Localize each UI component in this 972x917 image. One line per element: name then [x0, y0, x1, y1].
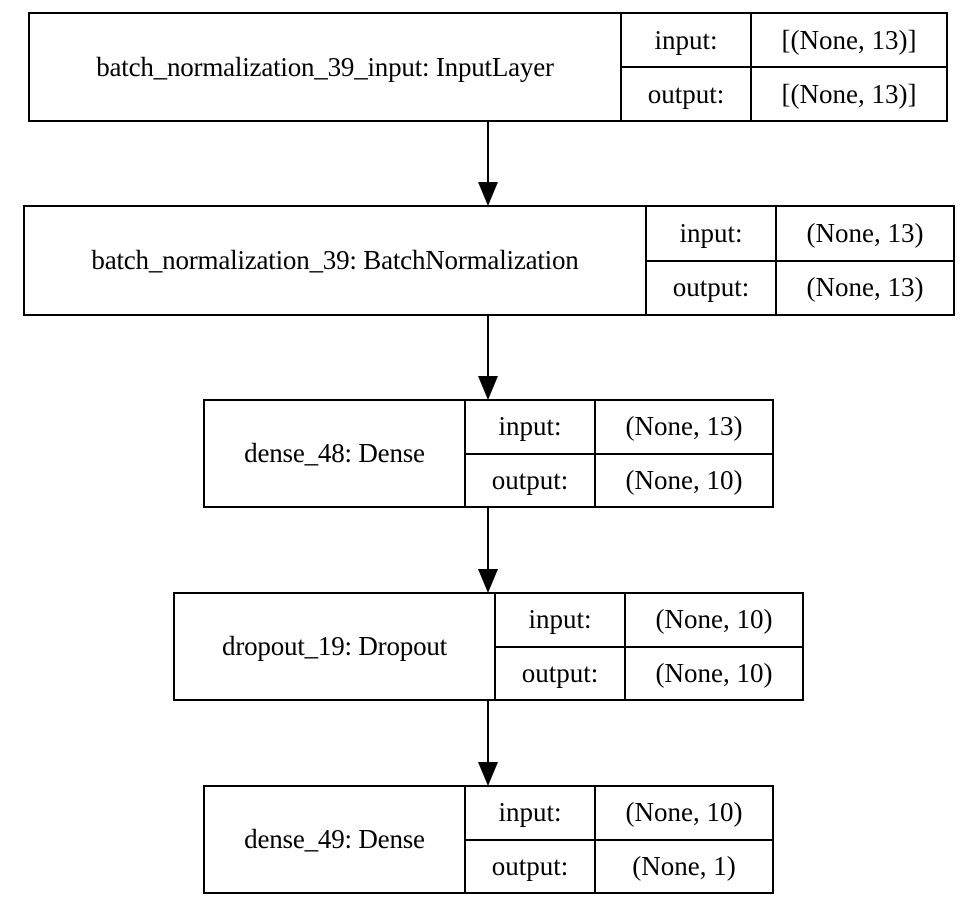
- layer-node-batchnorm: batch_normalization_39: BatchNormalizati…: [23, 205, 955, 316]
- layer-name: batch_normalization_39: BatchNormalizati…: [25, 207, 647, 314]
- input-label: input:: [647, 207, 775, 262]
- layer-node-dense48: dense_48: Dense input: output: (None, 13…: [203, 399, 774, 508]
- output-label: output:: [672, 272, 750, 303]
- input-label: input:: [622, 14, 750, 68]
- layer-name: dense_48: Dense: [205, 401, 466, 506]
- input-shape: (None, 13): [777, 207, 953, 262]
- output-label: output:: [647, 78, 725, 109]
- io-label-column: input: output:: [496, 594, 626, 699]
- shape-column: [(None, 13)] [(None, 13)]: [752, 14, 946, 120]
- input-label: input:: [466, 787, 594, 841]
- edge-dropout19-to-dense49: [478, 700, 498, 786]
- shape-column: (None, 13) (None, 13): [777, 207, 953, 314]
- output-label: output:: [521, 657, 599, 688]
- output-shape: (None, 10): [655, 657, 773, 688]
- layer-name: dropout_19: Dropout: [175, 594, 496, 699]
- input-shape: [(None, 13)]: [752, 14, 946, 68]
- layer-node-dropout19: dropout_19: Dropout input: output: (None…: [173, 592, 804, 701]
- output-label: output:: [491, 850, 569, 881]
- shape-column: (None, 10) (None, 10): [626, 594, 802, 699]
- output-label: output:: [491, 464, 569, 495]
- output-shape: (None, 1): [632, 850, 736, 881]
- input-shape: (None, 13): [596, 401, 772, 455]
- input-shape: (None, 10): [626, 594, 802, 648]
- shape-column: (None, 10) (None, 1): [596, 787, 772, 892]
- input-label: input:: [496, 594, 624, 648]
- edge-dense48-to-dropout19: [478, 507, 498, 593]
- io-label-column: input: output:: [466, 787, 596, 892]
- output-shape: [(None, 13)]: [781, 78, 917, 109]
- output-shape: (None, 13): [806, 272, 924, 303]
- output-shape: (None, 10): [625, 464, 743, 495]
- layer-node-input: batch_normalization_39_input: InputLayer…: [28, 12, 948, 122]
- layer-name: dense_49: Dense: [205, 787, 466, 892]
- layer-name: batch_normalization_39_input: InputLayer: [30, 14, 622, 120]
- io-label-column: input: output:: [466, 401, 596, 506]
- edge-input-to-batchnorm: [478, 121, 498, 206]
- io-label-column: input: output:: [622, 14, 752, 120]
- input-label: input:: [466, 401, 594, 455]
- io-label-column: input: output:: [647, 207, 777, 314]
- edge-batchnorm-to-dense48: [478, 315, 498, 400]
- input-shape: (None, 10): [596, 787, 772, 841]
- layer-node-dense49: dense_49: Dense input: output: (None, 10…: [203, 785, 774, 894]
- shape-column: (None, 13) (None, 10): [596, 401, 772, 506]
